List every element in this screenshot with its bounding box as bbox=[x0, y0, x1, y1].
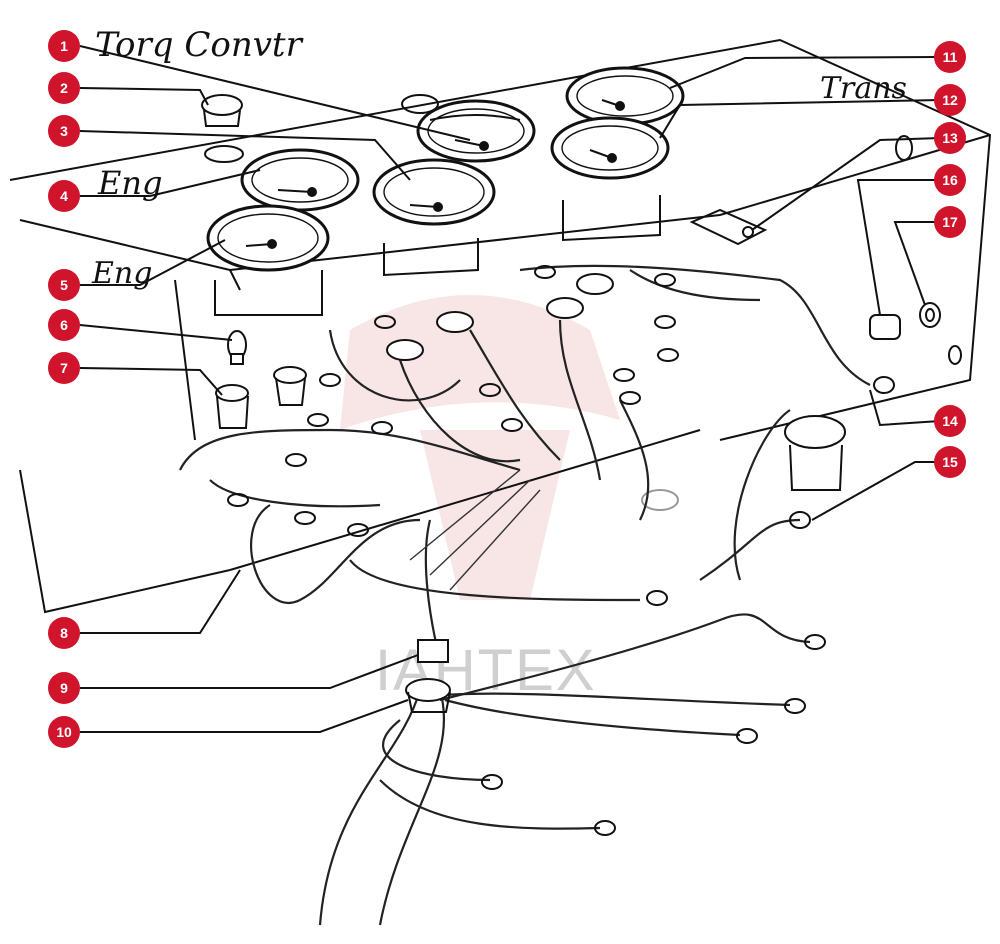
annotation-eng-upper: Eng bbox=[97, 164, 162, 202]
callout-12-label: 12 bbox=[942, 92, 958, 108]
callout-7: 7 bbox=[48, 352, 80, 384]
callout-14-label: 14 bbox=[942, 413, 958, 429]
callout-3-label: 3 bbox=[60, 123, 68, 139]
gauge-center bbox=[372, 158, 496, 277]
grommet bbox=[405, 639, 451, 713]
callout-2-label: 2 bbox=[60, 80, 68, 96]
annotation-trans: Trans bbox=[820, 71, 907, 106]
dash-panel bbox=[9, 38, 992, 614]
callout-17: 17 bbox=[934, 206, 966, 238]
callout-10: 10 bbox=[48, 716, 80, 748]
callout-7-label: 7 bbox=[60, 360, 68, 376]
callout-11: 11 bbox=[934, 41, 966, 73]
callout-11-label: 11 bbox=[943, 49, 958, 65]
callout-6-label: 6 bbox=[60, 317, 68, 333]
callout-15-label: 15 bbox=[942, 454, 958, 470]
annotation-torq-converter: Torq Convtr bbox=[95, 25, 304, 65]
callout-16: 16 bbox=[934, 164, 966, 196]
indicator-lamp-top bbox=[201, 94, 243, 127]
callout-5: 5 bbox=[48, 269, 80, 301]
gauge-torque-converter bbox=[416, 99, 536, 163]
callout-9-label: 9 bbox=[60, 680, 68, 696]
gauge-trans-upper bbox=[565, 66, 685, 126]
callout-1-label: 1 bbox=[60, 38, 68, 54]
callout-13-label: 13 bbox=[942, 130, 958, 146]
wiring-harness bbox=[179, 264, 871, 926]
gauge-engine-lower bbox=[206, 204, 330, 316]
callout-10-label: 10 bbox=[56, 724, 72, 740]
gauge-trans-lower bbox=[550, 116, 670, 242]
callout-2: 2 bbox=[48, 72, 80, 104]
watermark: IAHTEX bbox=[340, 295, 620, 703]
leader-lines bbox=[79, 45, 941, 733]
callout-1: 1 bbox=[48, 30, 80, 62]
lamp-socket bbox=[215, 366, 307, 429]
callout-4: 4 bbox=[48, 180, 80, 212]
callout-14: 14 bbox=[934, 405, 966, 437]
callout-12: 12 bbox=[934, 84, 966, 116]
callout-13: 13 bbox=[934, 122, 966, 154]
callout-4-label: 4 bbox=[60, 188, 68, 204]
connector-sockets bbox=[386, 273, 679, 511]
callout-3: 3 bbox=[48, 115, 80, 147]
callout-9: 9 bbox=[48, 672, 80, 704]
callout-8-label: 8 bbox=[60, 625, 68, 641]
callout-15: 15 bbox=[934, 446, 966, 478]
callout-6: 6 bbox=[48, 309, 80, 341]
gauge-engine-upper bbox=[240, 148, 360, 212]
bracket bbox=[689, 208, 768, 246]
bulb bbox=[227, 330, 247, 365]
annotation-eng-lower: Eng bbox=[91, 256, 152, 291]
callout-8: 8 bbox=[48, 617, 80, 649]
callout-5-label: 5 bbox=[60, 277, 68, 293]
callout-16-label: 16 bbox=[942, 172, 958, 188]
ring-terminals bbox=[227, 265, 895, 836]
switch-knob bbox=[869, 302, 941, 340]
ignition-switch bbox=[784, 415, 846, 491]
callout-17-label: 17 bbox=[942, 214, 958, 230]
